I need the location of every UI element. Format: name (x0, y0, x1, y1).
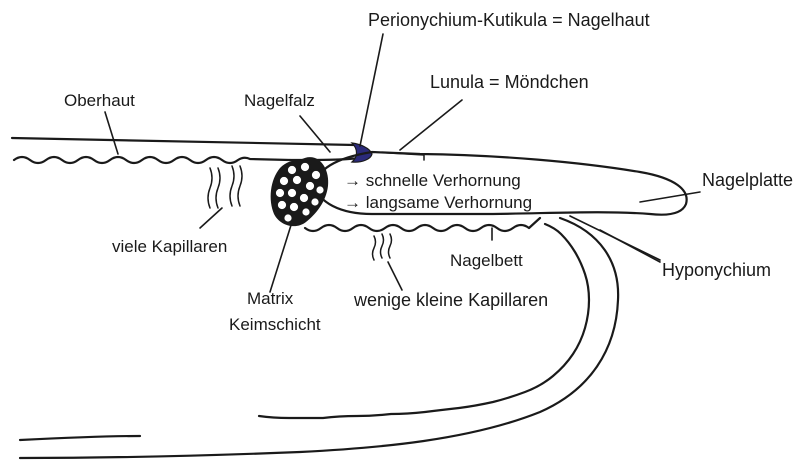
capillaries-few (373, 234, 392, 260)
matrix-cell (277, 200, 287, 210)
skin-surface-line (12, 138, 355, 145)
matrix-cells (271, 157, 329, 226)
leader-nagelplatte (640, 192, 700, 202)
matrix-cell (311, 198, 320, 207)
capillary-strand (230, 166, 234, 206)
capillary-strand (216, 168, 220, 208)
matrix-cell (287, 165, 297, 175)
fingertip-outer-contour (20, 218, 618, 458)
matrix-cell (292, 175, 302, 185)
capillaries-many (208, 166, 242, 208)
label-matrix: Matrix (247, 289, 294, 308)
fingertip-bottom-line (20, 436, 140, 440)
matrix-cell (300, 162, 310, 172)
nail-bed-wavy-line (305, 218, 540, 231)
leader-wenige-kapillaren (388, 262, 402, 290)
label-nagelplatte: Nagelplatte (702, 170, 793, 190)
label-nagelbett: Nagelbett (450, 251, 523, 270)
matrix-cell (275, 188, 285, 198)
capillary-strand (238, 166, 242, 206)
leader-nagelfalz (300, 116, 330, 152)
label-lunula: Lunula = Möndchen (430, 72, 589, 92)
capillary-strand (208, 168, 212, 208)
capillary-strand (373, 236, 376, 260)
leader-viele-kapillaren (200, 208, 222, 228)
label-schnelle-verhornung: → schnelle Verhornung (344, 171, 521, 190)
matrix-cell (289, 202, 299, 212)
matrix-cell (284, 214, 293, 223)
label-perionychium: Perionychium-Kutikula = Nagelhaut (368, 10, 650, 30)
label-oberhaut: Oberhaut (64, 91, 135, 110)
label-wenige-kapillaren: wenige kleine Kapillaren (353, 290, 548, 310)
leader-matrix (270, 222, 292, 292)
matrix-cell (305, 181, 315, 191)
label-langsame-verhornung: → langsame Verhornung (344, 193, 532, 212)
label-keimschicht: Keimschicht (229, 315, 321, 334)
leader-oberhaut (105, 112, 118, 154)
matrix-cell (316, 186, 325, 195)
matrix-cell (279, 176, 289, 186)
label-viele-kapillaren: viele Kapillaren (112, 237, 227, 256)
leader-lunula (400, 100, 462, 150)
matrix-cell (287, 188, 297, 198)
matrix-cell (299, 193, 309, 203)
leader-perionychium (360, 34, 383, 146)
capillary-strand (389, 234, 392, 258)
matrix-cell (302, 208, 311, 217)
label-nagelfalz: Nagelfalz (244, 91, 315, 110)
capillary-strand (381, 234, 384, 258)
skin-lower-wavy-line (14, 157, 290, 163)
label-hyponychium: Hyponychium (662, 260, 771, 280)
matrix-cell (311, 170, 321, 180)
